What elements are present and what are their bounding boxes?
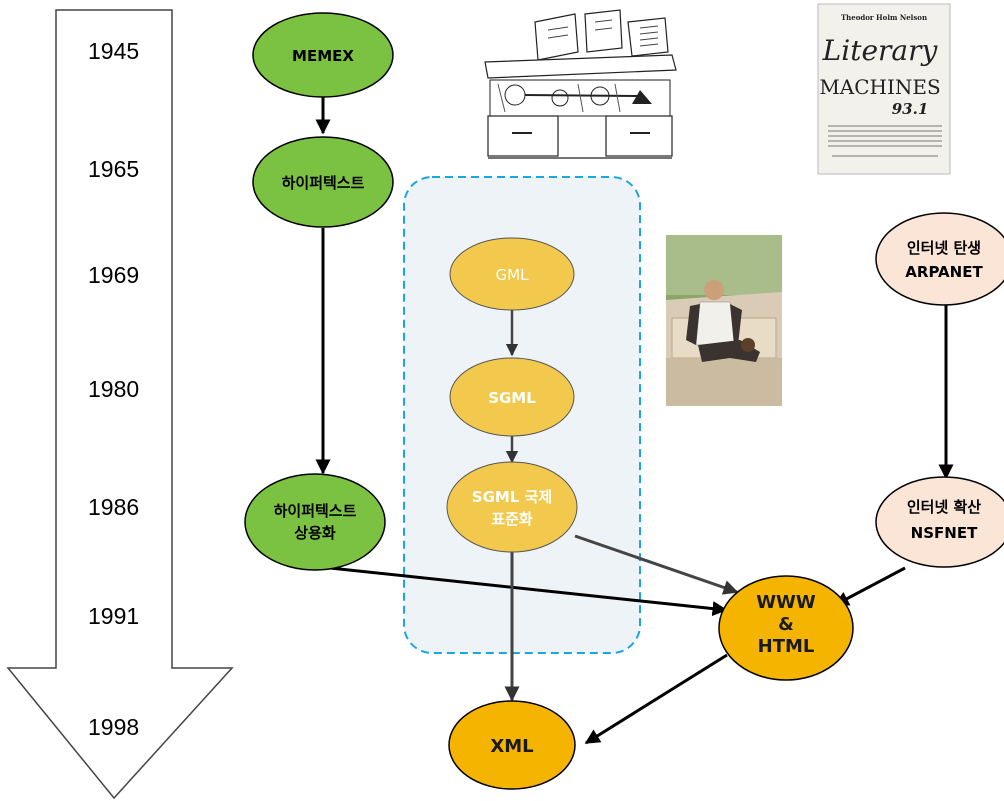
year-1969: 1969 — [88, 262, 139, 288]
memex-machine-image — [478, 4, 678, 164]
literary-machines-book-image: Theodor Holm Nelson Literary MACHINES 93… — [817, 3, 951, 175]
book-title-1: Literary — [822, 34, 939, 67]
node-arpanet: 인터넷 탄생 ARPANET — [875, 212, 1004, 306]
node-hypertext-commercial: 하이퍼텍스트 상용화 — [244, 473, 386, 571]
year-1986: 1986 — [88, 494, 139, 520]
book-edition: 93.1 — [892, 100, 929, 118]
edges — [315, 97, 954, 745]
book-title-2: MACHINES — [819, 75, 940, 99]
edge-commercial-www — [329, 566, 728, 617]
node-hypertext: 하이퍼텍스트 — [252, 136, 394, 228]
node-xml: XML — [448, 700, 576, 790]
node-sgml-label: SGML — [488, 389, 536, 407]
node-gml: GML — [449, 237, 575, 311]
node-www-line2: & — [778, 614, 794, 635]
node-memex: MEMEX — [252, 12, 394, 98]
book-author: Theodor Holm Nelson — [841, 13, 927, 22]
book-fine-print — [828, 125, 942, 157]
node-sgml: SGML — [449, 357, 575, 437]
node-www-line3: HTML — [758, 636, 815, 657]
node-arpanet-line2: ARPANET — [905, 263, 983, 281]
node-sgml-standard: SGML 국제 표준화 — [446, 461, 578, 553]
node-www-line1: WWW — [756, 592, 816, 613]
edge-www-xml — [584, 653, 728, 745]
year-1945: 1945 — [88, 38, 139, 64]
node-www-html: WWW & HTML — [718, 575, 854, 681]
node-memex-label: MEMEX — [292, 47, 354, 65]
timeline-years: 1945 1965 1969 1980 1986 1991 1998 — [88, 38, 139, 740]
edge-sgmlstd-www — [574, 534, 739, 595]
node-sgml-standard-line2: 표준화 — [491, 510, 533, 528]
node-gml-label: GML — [496, 266, 530, 284]
node-hypertext-label: 하이퍼텍스트 — [282, 174, 365, 192]
node-nsfnet-line1: 인터넷 확산 — [907, 498, 981, 516]
node-hypertext-commercial-line2: 상용화 — [294, 524, 336, 542]
year-1965: 1965 — [88, 156, 139, 182]
node-hypertext-commercial-line1: 하이퍼텍스트 — [274, 502, 357, 520]
node-arpanet-line1: 인터넷 탄생 — [907, 239, 981, 257]
person-photo-image — [666, 235, 782, 406]
node-nsfnet-line2: NSFNET — [911, 524, 978, 542]
year-1991: 1991 — [88, 603, 139, 629]
edge-nsfnet-www — [833, 566, 906, 607]
node-xml-label: XML — [490, 736, 533, 757]
node-nsfnet: 인터넷 확산 NSFNET — [875, 476, 1004, 568]
node-sgml-standard-line1: SGML 국제 — [472, 488, 552, 506]
year-1998: 1998 — [88, 714, 139, 740]
timeline-arrow — [6, 9, 234, 800]
year-1980: 1980 — [88, 376, 139, 402]
